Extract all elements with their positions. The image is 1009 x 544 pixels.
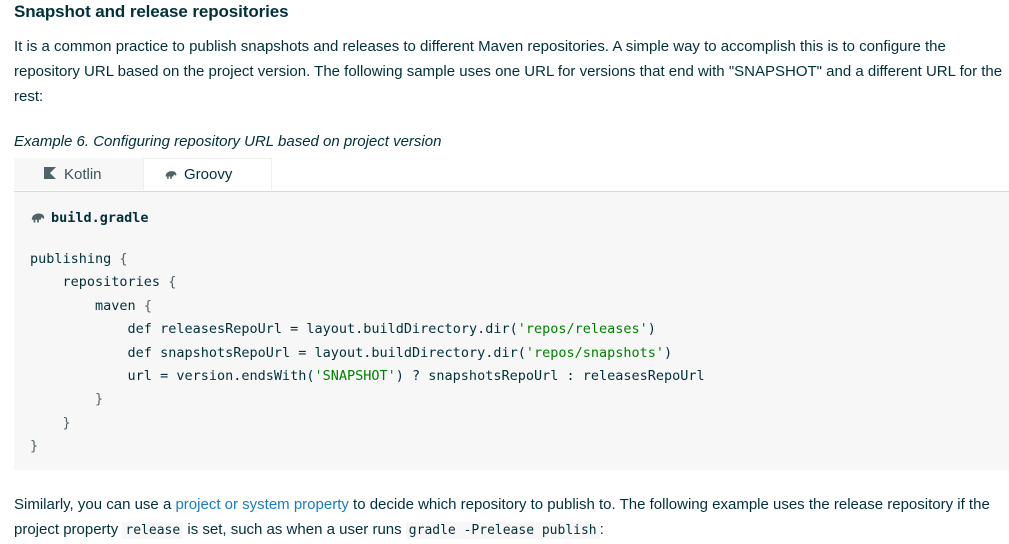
intro-paragraph: It is a common practice to publish snaps…: [14, 38, 1003, 105]
followup-paragraph: Similarly, you can use a project or syst…: [14, 496, 990, 539]
inline-code-command: gradle -Prelease publish: [405, 522, 600, 539]
code-file-name: build.gradle: [51, 210, 149, 226]
gradle-elephant-icon: [31, 213, 45, 223]
gradle-elephant-icon: [165, 170, 177, 179]
language-tabs: Kotlin Groovy: [14, 158, 1009, 192]
code-file-title: build.gradle: [30, 210, 149, 226]
kotlin-icon: [44, 167, 56, 179]
tab-groovy[interactable]: Groovy: [143, 158, 272, 190]
code-listing: publishing { repositories { maven { def …: [30, 251, 705, 455]
tab-kotlin-label: Kotlin: [64, 165, 102, 183]
tab-kotlin[interactable]: Kotlin: [14, 158, 143, 190]
section-heading: Snapshot and release repositories: [14, 2, 289, 21]
code-block: build.gradle publishing { repositories {…: [14, 192, 1009, 470]
inline-code-release: release: [122, 522, 184, 539]
project-property-link[interactable]: project or system property: [175, 496, 349, 513]
tab-groovy-label: Groovy: [184, 166, 233, 183]
example-title: Example 6. Configuring repository URL ba…: [14, 133, 442, 150]
